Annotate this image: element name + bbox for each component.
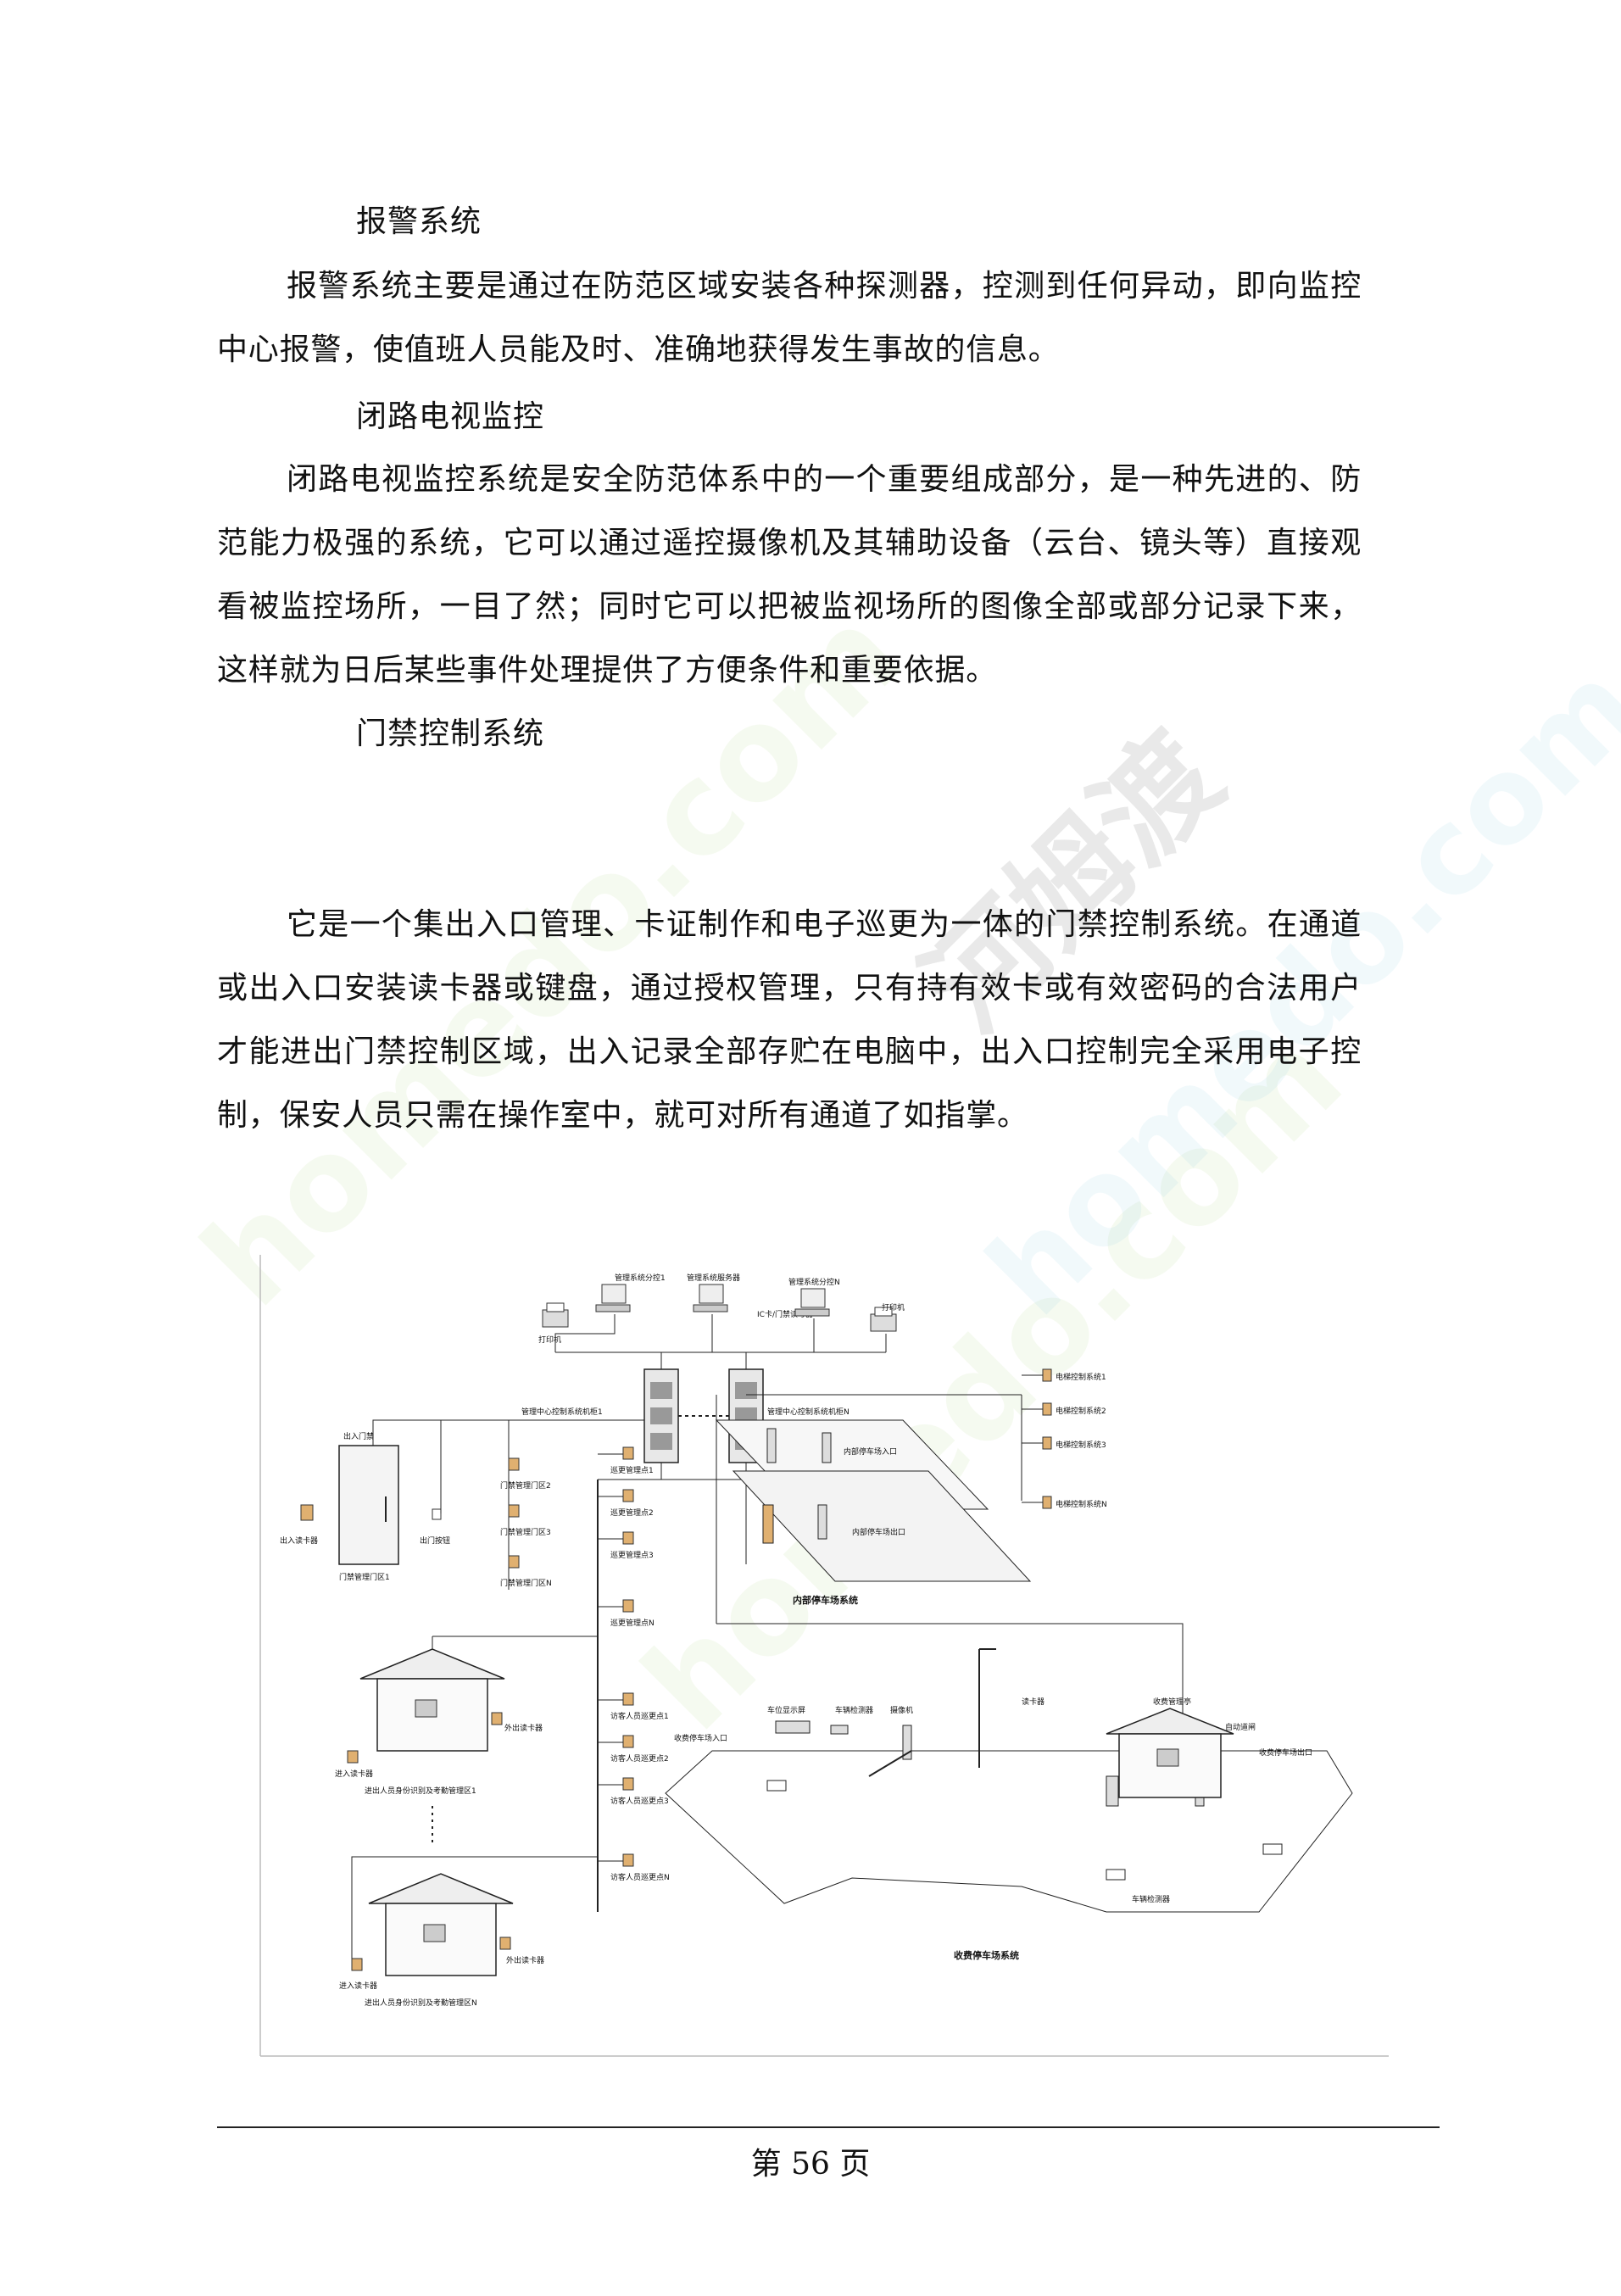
label-patrol-n: 巡更管理点N bbox=[610, 1618, 655, 1628]
label-paid-entry: 收费停车场入口 bbox=[674, 1733, 727, 1743]
label-elevator-n: 电梯控制系统N bbox=[1056, 1499, 1107, 1509]
controller-cabinet-1 bbox=[643, 1368, 679, 1463]
card-reader-icon bbox=[347, 1750, 359, 1764]
label-boothn-out: 外出读卡器 bbox=[506, 1955, 544, 1965]
elevator-list: 电梯控制系统1 电梯控制系统2 电梯控制系统3 电梯控制系统N bbox=[1022, 1368, 1107, 1509]
label-patrol-1: 巡更管理点1 bbox=[610, 1465, 654, 1475]
label-zone-2: 门禁管理门区2 bbox=[500, 1480, 551, 1491]
paragraph-access-control: 它是一个集出入口管理、卡证制作和电子巡更为一体的门禁控制系统。在通道或出入口安装… bbox=[217, 907, 1362, 1133]
label-visitor-patrol-2: 访客人员巡更点2 bbox=[610, 1753, 669, 1764]
label-elevator-2: 电梯控制系统2 bbox=[1056, 1406, 1106, 1416]
label-zone-3: 门禁管理门区3 bbox=[500, 1527, 551, 1537]
label-client-1: 管理系统分控1 bbox=[615, 1273, 666, 1283]
paragraph-cctv: 闭路电视监控系统是安全防范体系中的一个重要组成部分，是一种先进的、防范能力极强的… bbox=[217, 462, 1362, 688]
heading-access-control: 门禁控制系统 bbox=[356, 716, 545, 751]
label-patrol-2: 巡更管理点2 bbox=[610, 1507, 654, 1518]
label-server: 管理系统服务器 bbox=[687, 1273, 740, 1283]
street-lamp-icon bbox=[978, 1648, 996, 1768]
label-booth1-out: 外出读卡器 bbox=[504, 1723, 543, 1733]
computer-icon bbox=[794, 1288, 830, 1317]
label-paid-camera: 摄像机 bbox=[890, 1705, 913, 1715]
label-paid-booth: 收费管理亭 bbox=[1153, 1697, 1191, 1707]
label-paid-detector: 车辆检测器 bbox=[835, 1705, 873, 1715]
label-inner-entry: 内部停车场入口 bbox=[844, 1446, 897, 1457]
label-patrol-3: 巡更管理点3 bbox=[610, 1550, 654, 1560]
computer-icon bbox=[595, 1284, 631, 1312]
label-zone-n: 门禁管理门区N bbox=[500, 1578, 552, 1588]
door-icon bbox=[338, 1445, 399, 1565]
label-paid-gate: 自动道闸 bbox=[1225, 1722, 1256, 1732]
label-controller-1: 管理中心控制系统机柜1 bbox=[521, 1407, 603, 1417]
card-reader-icon bbox=[499, 1937, 511, 1950]
access-control-system-diagram: 打印机 管理系统分控1 管理系统服务器 IC卡/门禁读写器 管理系统分控N 打印… bbox=[259, 1255, 1389, 2057]
label-controller-n: 管理中心控制系统机柜N bbox=[767, 1407, 849, 1417]
label-client-n: 管理系统分控N bbox=[788, 1277, 840, 1287]
label-boothn-in: 进入读卡器 bbox=[339, 1981, 377, 1991]
label-visitor-patrol-n: 访客人员巡更点N bbox=[610, 1872, 670, 1882]
label-visitor-patrol-3: 访客人员巡更点3 bbox=[610, 1796, 669, 1806]
heading-cctv: 闭路电视监控 bbox=[356, 399, 545, 434]
booth-icon bbox=[359, 1648, 505, 1752]
label-paid-display: 车位显示屏 bbox=[767, 1705, 805, 1715]
footer-divider bbox=[217, 2126, 1440, 2128]
zone-list: 门禁管理门区2 门禁管理门区3 门禁管理门区N bbox=[500, 1457, 552, 1588]
label-inner-exit: 内部停车场出口 bbox=[852, 1527, 905, 1537]
label-booth1-in: 进入读卡器 bbox=[335, 1769, 373, 1779]
label-printer-right: 打印机 bbox=[882, 1302, 905, 1312]
paid-parking-booth-icon bbox=[1106, 1708, 1234, 1798]
label-paid-reader: 读卡器 bbox=[1022, 1697, 1044, 1707]
patrol-point-list: 巡更管理点1 巡更管理点2 巡更管理点3 巡更管理点N 访客人员巡更点1 访客人… bbox=[598, 1446, 670, 1882]
exit-button-icon bbox=[432, 1508, 442, 1520]
label-paid-system: 收费停车场系统 bbox=[954, 1949, 1019, 1961]
inner-parking-area bbox=[715, 1419, 1032, 1582]
label-door: 出入门禁 bbox=[343, 1431, 374, 1441]
label-paid-detector-2: 车辆检测器 bbox=[1132, 1894, 1170, 1904]
card-reader-icon bbox=[491, 1712, 503, 1725]
paragraph-alarm-system: 报警系统主要是通过在防范区域安装各种探测器，控测到任何异动，即向监控中心报警，使… bbox=[217, 269, 1362, 367]
label-booth1-zone: 进出人员身份识别及考勤管理区1 bbox=[365, 1786, 476, 1796]
printer-icon bbox=[542, 1302, 569, 1328]
heading-alarm-system: 报警系统 bbox=[356, 204, 482, 239]
label-exit-button: 出门按钮 bbox=[420, 1535, 450, 1546]
label-printer-left: 打印机 bbox=[538, 1335, 561, 1345]
paid-parking-area bbox=[665, 1720, 1353, 1913]
label-boothn-zone: 进出人员身份识别及考勤管理区N bbox=[365, 1998, 477, 2008]
card-reader-icon bbox=[351, 1958, 363, 1971]
label-elevator-3: 电梯控制系统3 bbox=[1056, 1440, 1106, 1450]
printer-icon bbox=[870, 1307, 897, 1332]
label-elevator-1: 电梯控制系统1 bbox=[1056, 1372, 1106, 1382]
label-inner-system: 内部停车场系统 bbox=[793, 1594, 858, 1606]
card-reader-icon bbox=[300, 1504, 314, 1521]
label-door-reader: 出入读卡器 bbox=[280, 1535, 318, 1546]
label-visitor-patrol-1: 访客人员巡更点1 bbox=[610, 1711, 669, 1721]
label-door-zone-1: 门禁管理门区1 bbox=[339, 1572, 390, 1582]
computer-icon bbox=[693, 1284, 728, 1312]
booth-icon bbox=[368, 1873, 514, 1976]
label-paid-exit: 收费停车场出口 bbox=[1259, 1747, 1312, 1758]
page-number: 第 56 页 bbox=[750, 2147, 871, 2182]
